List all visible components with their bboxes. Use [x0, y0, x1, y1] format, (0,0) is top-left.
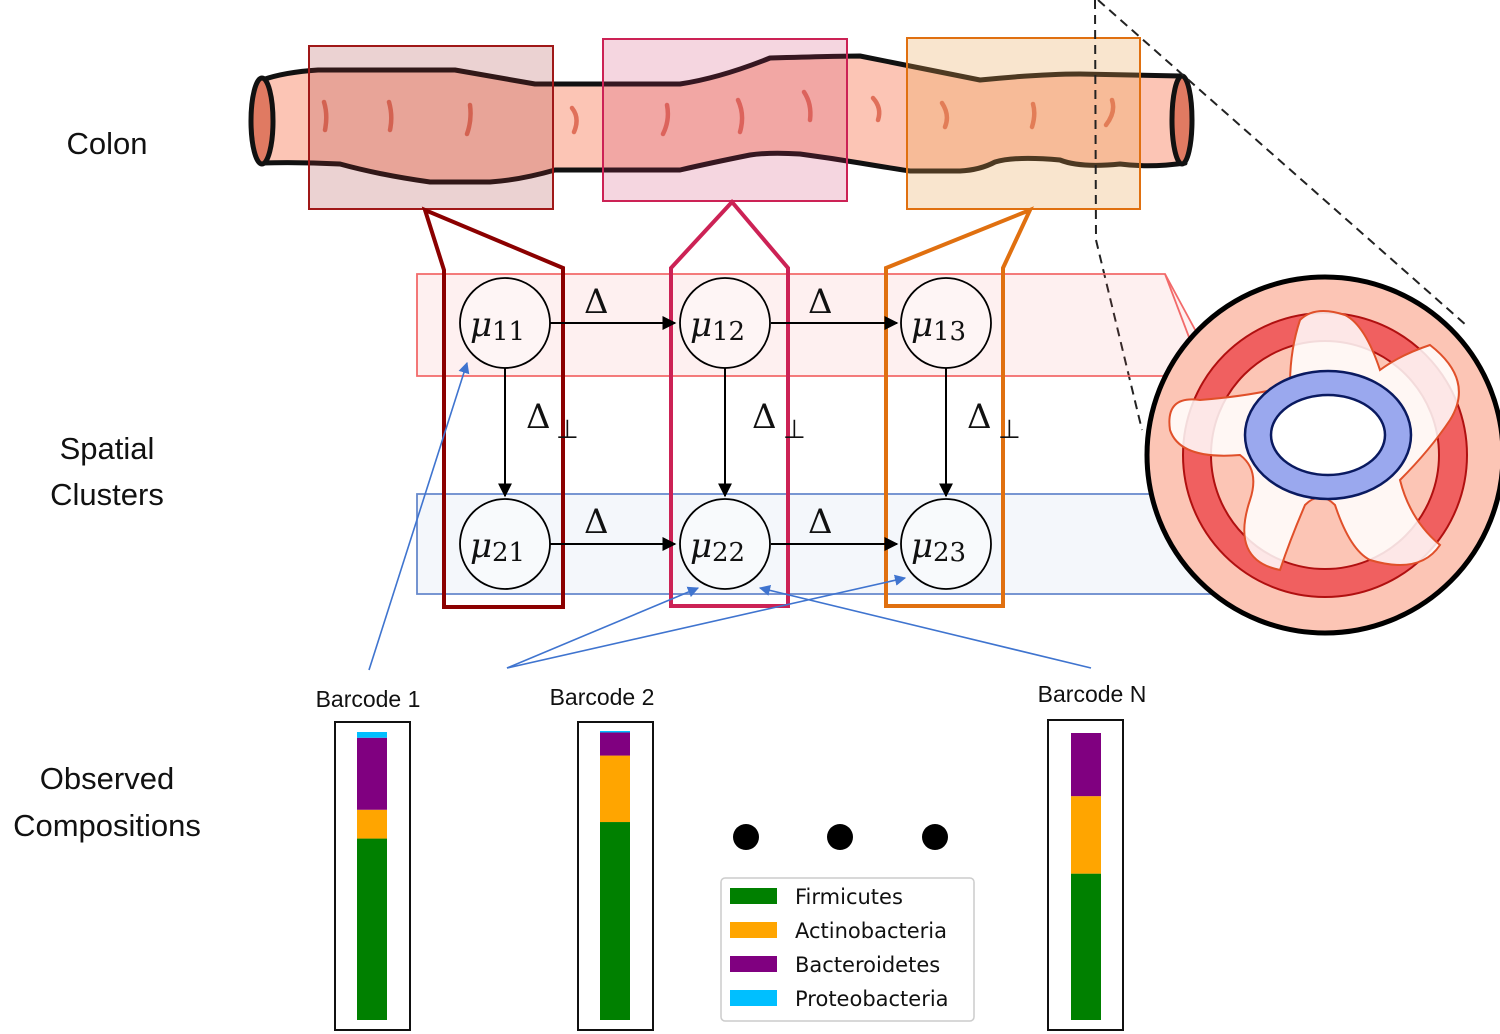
edge-label-perp-v1: ⊥	[556, 415, 579, 445]
bar-segment-bacteroidetes-1	[357, 737, 387, 810]
svg-text:23: 23	[933, 538, 966, 568]
bar-segment-proteobacteria-1	[357, 732, 387, 738]
svg-text:μ: μ	[911, 305, 933, 345]
inner-blue-ring	[1245, 370, 1411, 500]
svg-text:μ: μ	[911, 526, 933, 566]
legend-label-actinobacteria: Actinobacteria	[795, 919, 947, 943]
colon-left-opening	[248, 75, 276, 167]
cluster-column-2	[669, 198, 790, 608]
barcode-frame-n	[1047, 719, 1124, 1031]
zoom-guide-line-1	[1094, 0, 1097, 241]
colon-fold-marks	[321, 89, 1116, 137]
edge-label-delta-v2: Δ	[752, 397, 777, 437]
pointer-barcode-1	[368, 361, 470, 671]
svg-text:22: 22	[712, 538, 745, 568]
edge-label-delta-h1: Δ	[584, 282, 609, 322]
svg-text:μ: μ	[470, 526, 492, 566]
composition-bars	[357, 731, 1101, 1020]
edge-label-delta-h4: Δ	[808, 502, 833, 542]
svg-text:21: 21	[492, 538, 525, 568]
colon-cross-section	[1144, 274, 1500, 636]
pointer-barcode-2	[506, 586, 700, 669]
row-label-spatial-1: Spatial	[60, 431, 155, 466]
ellipsis-dots	[733, 824, 948, 850]
bar-segment-bacteroidetes-2	[600, 732, 630, 756]
legend-label-firmicutes: Firmicutes	[795, 885, 903, 909]
barcode-label-2: Barcode 2	[550, 684, 655, 710]
row-label-colon: Colon	[67, 126, 148, 161]
bar-segment-firmicutes-3	[1071, 873, 1101, 1020]
edge-label-delta-h3: Δ	[584, 502, 609, 542]
legend-swatch-proteobacteria	[730, 990, 777, 1006]
bar-segment-actinobacteria-3	[1071, 796, 1101, 874]
bar-segment-firmicutes-2	[600, 822, 630, 1020]
bar-segment-firmicutes-1	[357, 838, 387, 1020]
legend-label-proteobacteria: Proteobacteria	[795, 987, 949, 1011]
ellipsis-dot-1	[733, 824, 759, 850]
bar-segment-actinobacteria-1	[357, 809, 387, 839]
colon-illustration	[248, 53, 1195, 185]
svg-text:12: 12	[712, 317, 745, 347]
legend: FirmicutesActinobacteriaBacteroidetesPro…	[720, 877, 975, 1022]
svg-text:11: 11	[492, 317, 525, 347]
colon-region-box-3	[906, 37, 1141, 210]
row-label-observed-1: Observed	[40, 761, 174, 796]
svg-text:13: 13	[933, 317, 966, 347]
zoom-guide-line-3	[1097, 0, 1467, 326]
graph-edges	[498, 316, 953, 551]
legend-swatch-firmicutes	[730, 888, 777, 904]
barcode-label-1: Barcode 1	[316, 686, 421, 712]
colon-region-box-2	[602, 38, 848, 202]
edge-label-perp-v3: ⊥	[998, 415, 1021, 445]
bar-segment-proteobacteria-2	[600, 731, 630, 733]
row-label-observed-2: Compositions	[13, 808, 201, 843]
colon-region-box-1	[308, 45, 554, 210]
svg-text:μ: μ	[470, 305, 492, 345]
ellipsis-dot-2	[827, 824, 853, 850]
legend-label-bacteroidetes: Bacteroidetes	[795, 953, 940, 977]
cluster-column-1	[421, 206, 565, 609]
legend-swatch-bacteroidetes	[730, 956, 777, 972]
edge-label-perp-v2: ⊥	[783, 415, 806, 445]
row-label-spatial-2: Clusters	[50, 477, 164, 512]
legend-box	[720, 877, 975, 1022]
zoom-guide-line-2	[1095, 239, 1143, 431]
barcode-frame-1	[334, 721, 411, 1031]
pointer-barcode-n	[758, 584, 1092, 669]
legend-swatch-actinobacteria	[730, 922, 777, 938]
svg-text:μ: μ	[690, 305, 712, 345]
cluster-column-3	[884, 206, 1034, 608]
edge-label-delta-v1: Δ	[526, 397, 551, 437]
ellipsis-dot-3	[922, 824, 948, 850]
colon-body	[259, 53, 1188, 185]
edge-label-delta-v3: Δ	[967, 397, 992, 437]
pointer-barcode-2-to-23	[506, 574, 907, 669]
bar-segment-actinobacteria-2	[600, 755, 630, 823]
barcode-frame-2	[577, 721, 654, 1031]
colon-right-opening	[1169, 73, 1195, 167]
barcode-label-n: Barcode N	[1038, 681, 1147, 707]
bar-segment-bacteroidetes-3	[1071, 733, 1101, 797]
edge-label-delta-h2: Δ	[808, 282, 833, 322]
svg-text:μ: μ	[690, 526, 712, 566]
